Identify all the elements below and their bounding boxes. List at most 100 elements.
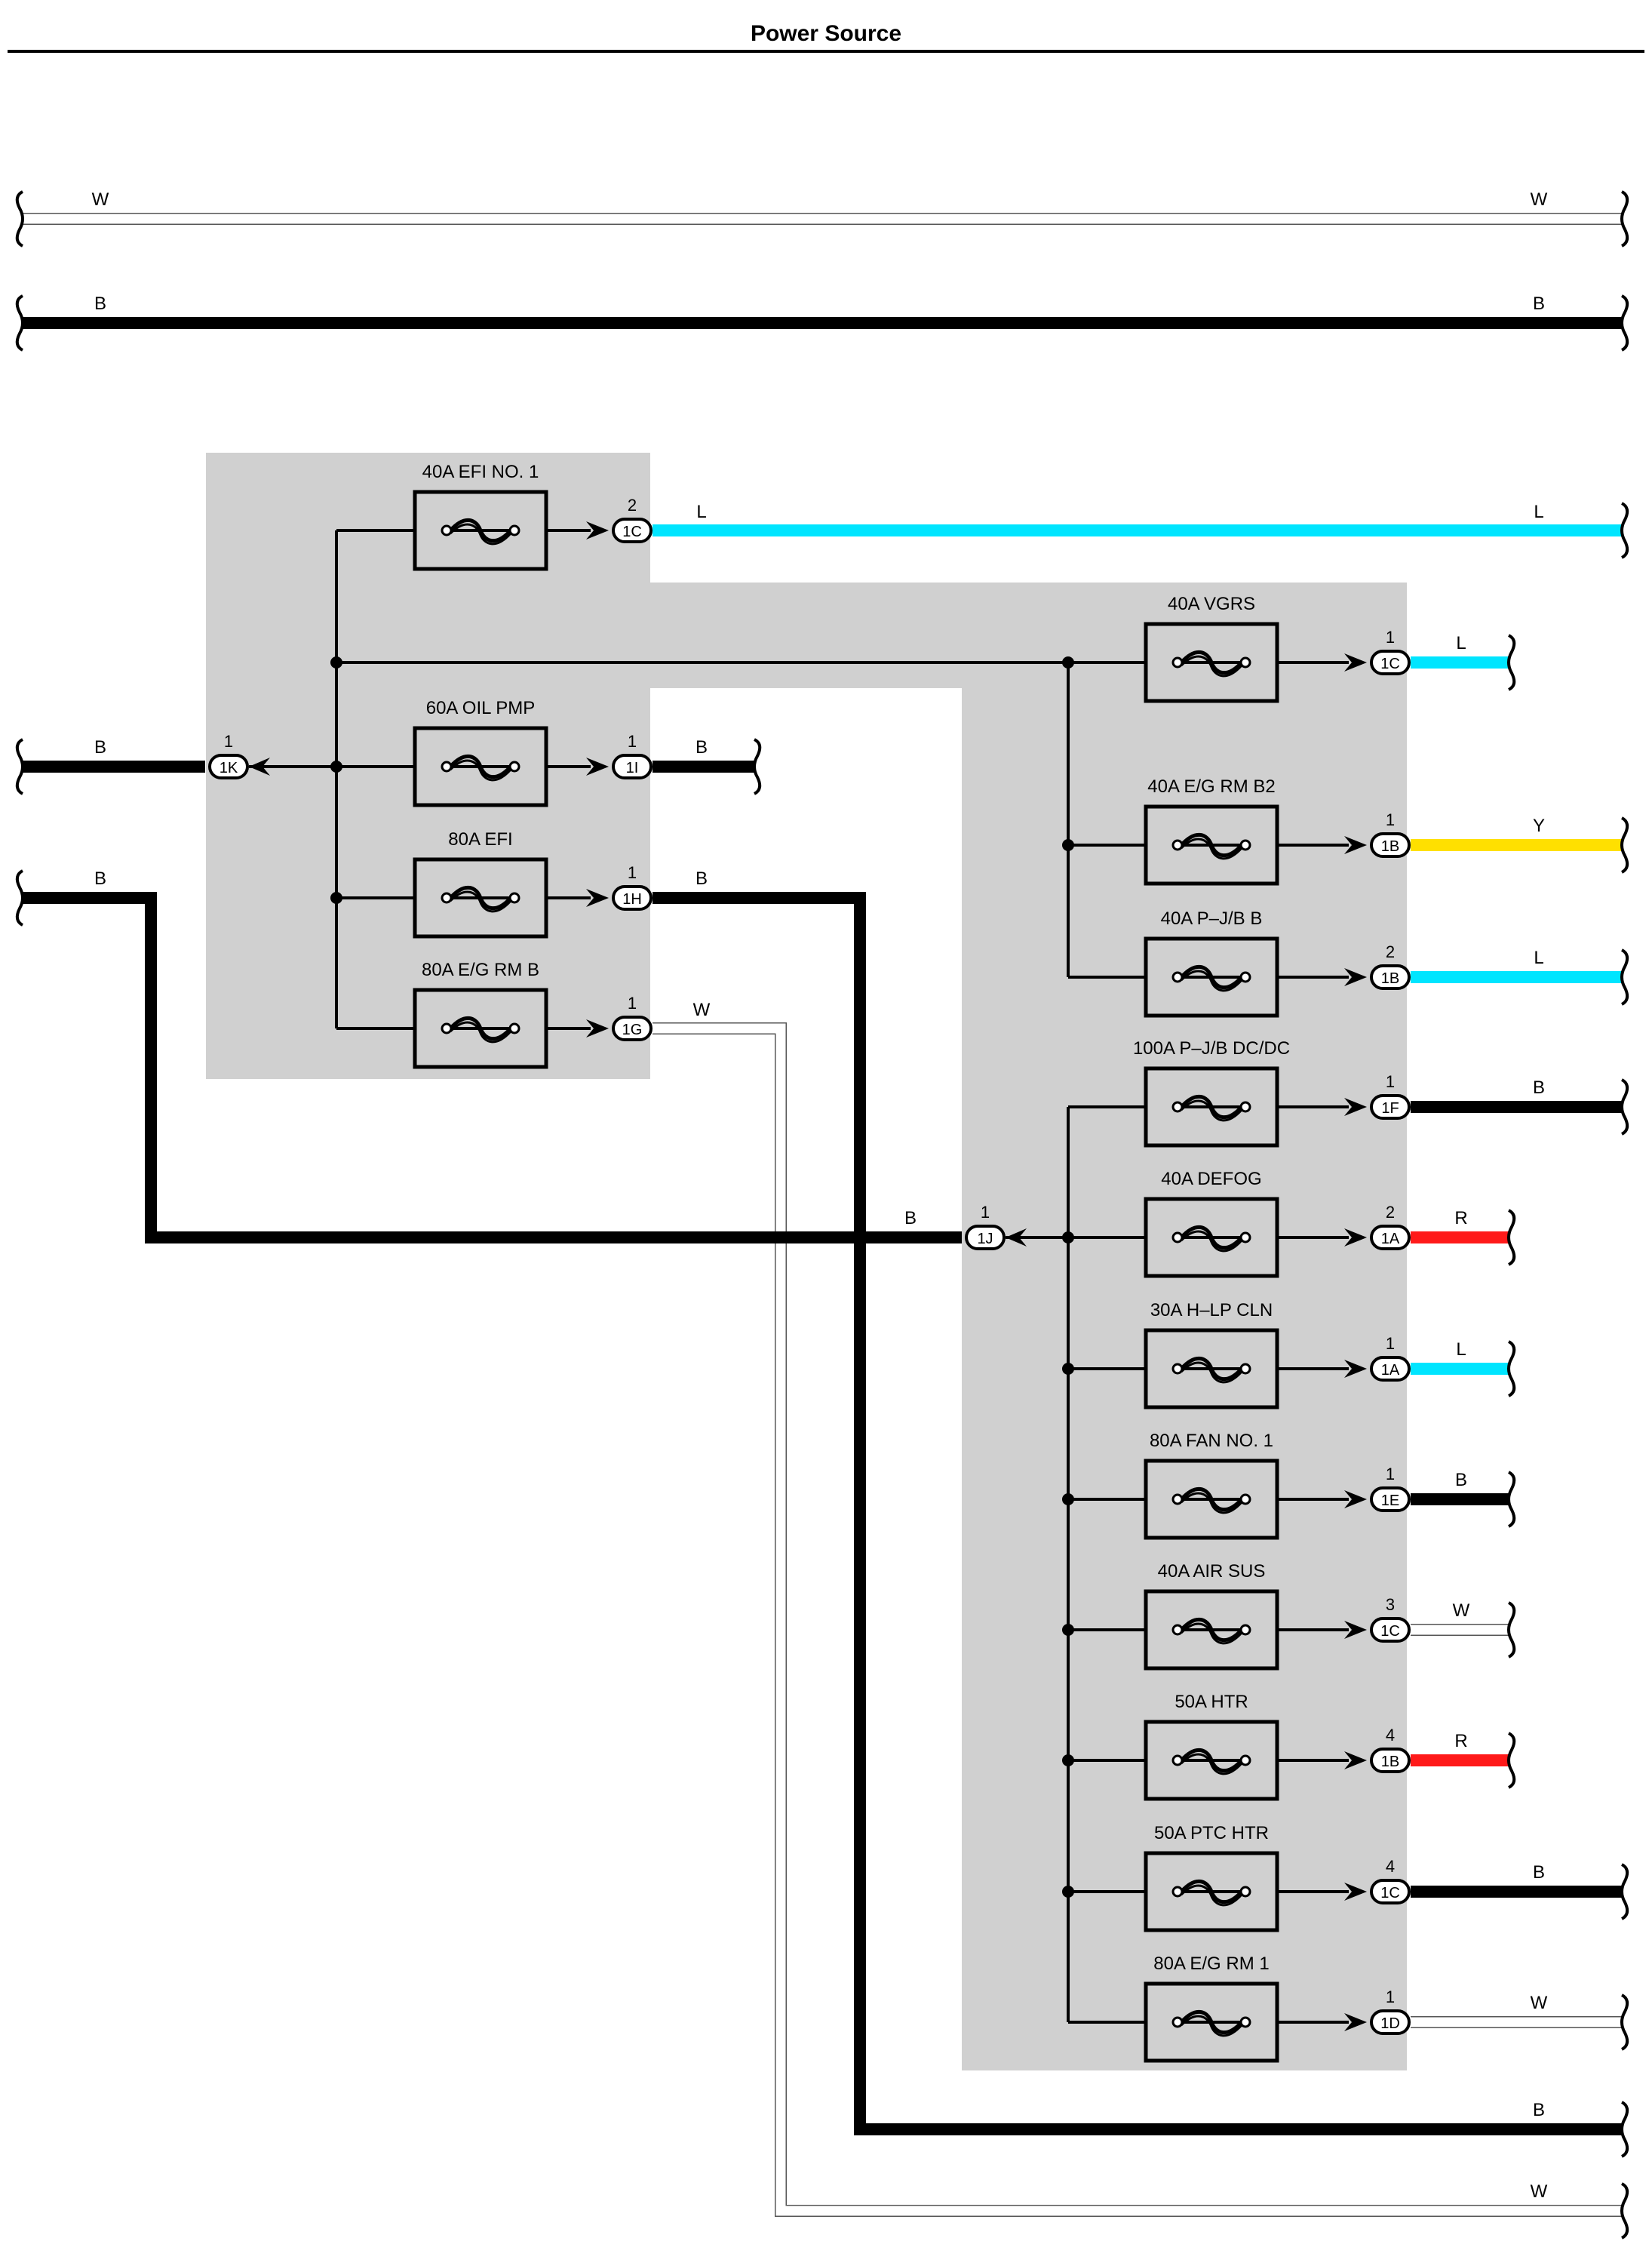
left-fuse-3-label: 80A E/G RM B <box>422 960 539 980</box>
left-fuse-2-box <box>413 857 548 939</box>
right-connector-2-pill <box>1370 1356 1411 1382</box>
right-connector-0-pin: 1 <box>1386 1072 1395 1091</box>
input-1j-left-label: B <box>94 868 106 889</box>
right-fuse-5: 50A HTR <box>1144 1692 1279 1801</box>
efi-out-wire <box>653 892 1622 2135</box>
right-connector-0-arrow <box>1344 1098 1367 1116</box>
pjb-b-fuse-label: 40A P–J/B B <box>1161 908 1263 929</box>
right-fuse-0-out-label: B <box>1533 1077 1545 1098</box>
right-fuse-3: 80A FAN NO. 1 <box>1144 1431 1279 1540</box>
left-fuse-3-terminal-a <box>441 1022 453 1034</box>
left-fuse-0-label: 40A EFI NO. 1 <box>422 462 539 482</box>
connector-1k-id: 1K <box>220 760 238 776</box>
right-fuse-0-terminal-b <box>1239 1101 1251 1113</box>
right-connector-5-id: 1B <box>1381 1754 1399 1770</box>
right-fuse-2-terminal-b <box>1239 1363 1251 1375</box>
left-connector-0-id: 1C <box>622 524 642 540</box>
left-connector-0-arrow <box>586 521 609 540</box>
left-fuse-3-element-2 <box>449 1021 512 1044</box>
pjb-b-fuse-element-2 <box>1180 970 1243 992</box>
eg-rm-b2-fuse-element <box>1180 833 1243 857</box>
wires-layer <box>15 190 1629 2239</box>
left-fuse-3-element <box>449 1016 512 1041</box>
left-connector-1-arrow <box>586 758 609 776</box>
left-fuse-2-element <box>449 886 512 910</box>
right-fuse-3-element <box>1180 1487 1243 1511</box>
vgrs-fuse-element <box>1180 650 1243 675</box>
vgrs-connector-pill <box>1370 650 1411 675</box>
left-connector-3-id: 1G <box>622 1022 643 1038</box>
eg-rm-b2-fuse-element-2 <box>1180 838 1243 860</box>
left-connector-1-id: 1I <box>626 760 639 776</box>
passthrough-w-left-label: W <box>92 189 109 210</box>
right-connector-7: 1D1 <box>1344 1987 1411 2035</box>
connector-1j-pill <box>965 1225 1006 1250</box>
right-fuse-0-element <box>1180 1095 1243 1119</box>
left-fuse-3-terminal-b <box>508 1022 520 1034</box>
right-fuse-4-element <box>1180 1618 1243 1642</box>
right-fuse-0: 100A P–J/B DC/DC <box>1133 1038 1290 1148</box>
eg-rm-b-out-brace <box>1620 2182 1629 2239</box>
left-fuse-1-label: 60A OIL PMP <box>426 698 536 718</box>
connector-1k-pin: 1 <box>224 732 233 751</box>
pjb-b-out-brace <box>1620 948 1629 1006</box>
passthrough-b-right-label: B <box>1533 294 1545 314</box>
right-fuse-3-terminal-b <box>1239 1493 1251 1505</box>
passthrough-b-left-label: B <box>94 294 106 314</box>
right-connector-2: 1A 1 <box>1344 1334 1411 1382</box>
right-fuse-5-element-2 <box>1180 1753 1243 1775</box>
connector-1j-pin: 1 <box>981 1203 990 1222</box>
vgrs-fuse-label: 40A VGRS <box>1168 594 1255 614</box>
right-fuse-2-element-2 <box>1180 1361 1243 1384</box>
right-fuse-4-terminal-a <box>1171 1624 1184 1636</box>
right-fuse-3-out-brace <box>1507 1471 1516 1528</box>
eg-rm-b2-fuse-terminal-b <box>1239 839 1251 851</box>
input-1k-label: B <box>94 737 106 758</box>
left-fuse-0-element-2 <box>449 523 512 546</box>
right-connector-0: 1F1 <box>1344 1072 1411 1120</box>
right-connector-2-id: 1A <box>1381 1362 1400 1379</box>
eg-rm-b2-fuse-label: 40A E/G RM B2 <box>1147 776 1275 797</box>
right-connector-7-pin: 1 <box>1386 1987 1395 2006</box>
left-connector-2-arrow <box>586 889 609 907</box>
pjb-b-fuse-terminal-b <box>1239 971 1251 983</box>
pjb-b-out-label: L <box>1534 948 1543 968</box>
eg-rm-b-out-wire-core <box>653 1023 1622 2216</box>
right-connector-2-pin: 1 <box>1386 1334 1395 1353</box>
right-connector-4-id: 1C <box>1380 1623 1400 1640</box>
right-fuse-2-out-brace <box>1507 1340 1516 1397</box>
left-connector-2-id: 1H <box>622 891 642 908</box>
left-connector-0-pin: 2 <box>628 496 637 515</box>
left-fuse-0-terminal-b <box>508 524 520 536</box>
eg-rm-b2-out-brace <box>1620 816 1629 874</box>
fuse-box-background <box>206 453 1407 2070</box>
right-connector-4-pill <box>1370 1617 1411 1643</box>
connector-1k-arrow <box>249 758 270 776</box>
right-connector-5: 1B4 <box>1344 1726 1411 1773</box>
right-fuse-7-terminal-a <box>1171 2016 1184 2028</box>
left-connector-0: 1C 2 <box>586 496 653 543</box>
bottom-w-label: W <box>1531 2181 1548 2202</box>
eg-rm-b2-fuse: 40A E/G RM B2 <box>1144 776 1279 886</box>
right-fuse-7-out-brace <box>1620 1994 1629 2051</box>
right-fuse-3-terminal-a <box>1171 1493 1184 1505</box>
right-fuse-7-label: 80A E/G RM 1 <box>1153 1954 1269 1974</box>
right-connector-3-pill <box>1370 1486 1411 1512</box>
right-connector-3: 1E1 <box>1344 1465 1411 1512</box>
right-connector-4: 1C3 <box>1344 1595 1411 1643</box>
right-fuse-7-element <box>1180 2010 1243 2034</box>
right-fuse-1-element <box>1180 1225 1243 1250</box>
eg-rm-b2-connector-pin: 1 <box>1386 810 1395 829</box>
left-fuse-2-element-2 <box>449 890 512 913</box>
right-connector-1-pill <box>1370 1225 1411 1250</box>
right-fuse-7: 80A E/G RM 1 <box>1144 1954 1279 2063</box>
left-fuse-1-terminal-a <box>441 761 453 773</box>
right-connector-5-pill <box>1370 1748 1411 1773</box>
pjb-b-fuse-terminal-a <box>1171 971 1184 983</box>
pjb-b-connector-id: 1B <box>1381 970 1399 987</box>
pjb-b-connector-arrow <box>1344 968 1367 986</box>
vgrs-connector: 1C1 <box>1344 628 1411 675</box>
left-fuse-2: 80A EFI <box>413 829 548 939</box>
right-fuse-2-terminal-a <box>1171 1363 1184 1375</box>
